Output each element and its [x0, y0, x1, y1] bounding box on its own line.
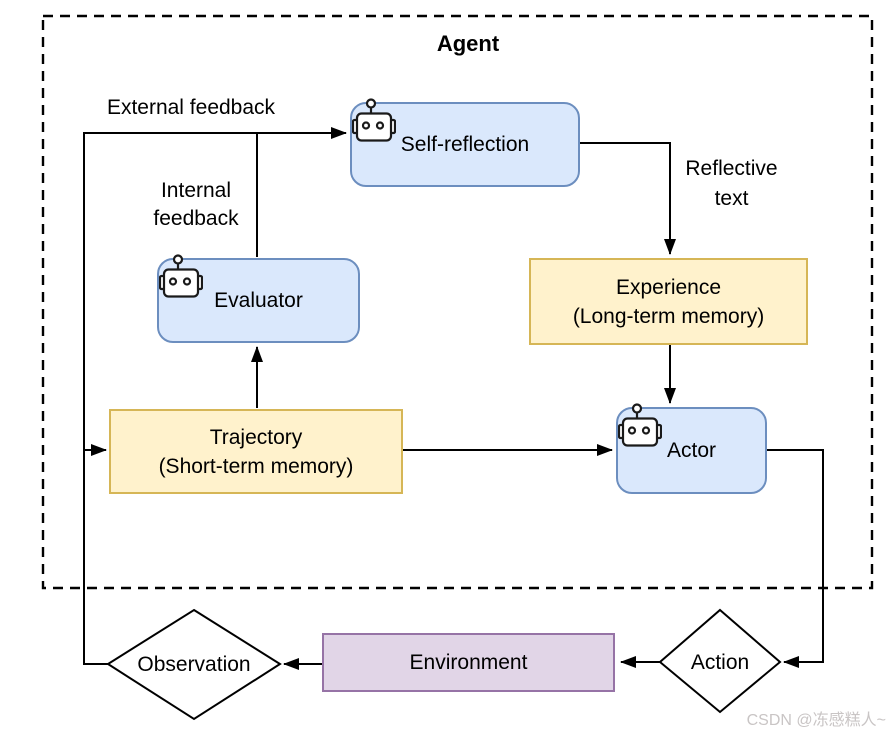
environment-node: Environment [322, 633, 615, 692]
edge-self-reflection-to-experience [580, 142, 676, 255]
observation-label: Observation [137, 653, 251, 676]
reflective-text-label: Reflective text [685, 157, 778, 210]
robot-icon [618, 403, 662, 447]
robot-icon [352, 98, 396, 142]
robot-icon [159, 254, 203, 298]
self-reflection-node: Self-reflection [350, 98, 580, 187]
external-feedback-label: External feedback [106, 96, 276, 119]
evaluator-label: Evaluator [214, 289, 303, 312]
actor-node: Actor [616, 403, 767, 494]
environment-label: Environment [409, 651, 528, 674]
internal-feedback-label: Internal feedback [153, 179, 239, 230]
trajectory-node: Trajectory (Short-term memory) [109, 409, 403, 494]
actor-label: Actor [666, 439, 716, 462]
action-label: Action [690, 651, 750, 674]
trajectory-sublabel: (Short-term memory) [158, 454, 354, 478]
observation-diamond [106, 608, 282, 721]
agent-dashed-boundary [41, 14, 874, 590]
experience-label: Experience [615, 275, 722, 299]
action-diamond [658, 608, 782, 714]
agent-title: Agent [436, 31, 500, 56]
edge-observation-to-self-reflection [83, 127, 347, 665]
trajectory-label: Trajectory [209, 425, 303, 449]
experience-sublabel: (Long-term memory) [572, 304, 765, 328]
self-reflection-label: Self-reflection [400, 133, 530, 156]
edge-actor-to-action [767, 449, 824, 668]
csdn-watermark: CSDN @冻感糕人~ [746, 712, 886, 729]
evaluator-node: Evaluator [157, 254, 360, 343]
experience-node: Experience (Long-term memory) [529, 258, 808, 345]
